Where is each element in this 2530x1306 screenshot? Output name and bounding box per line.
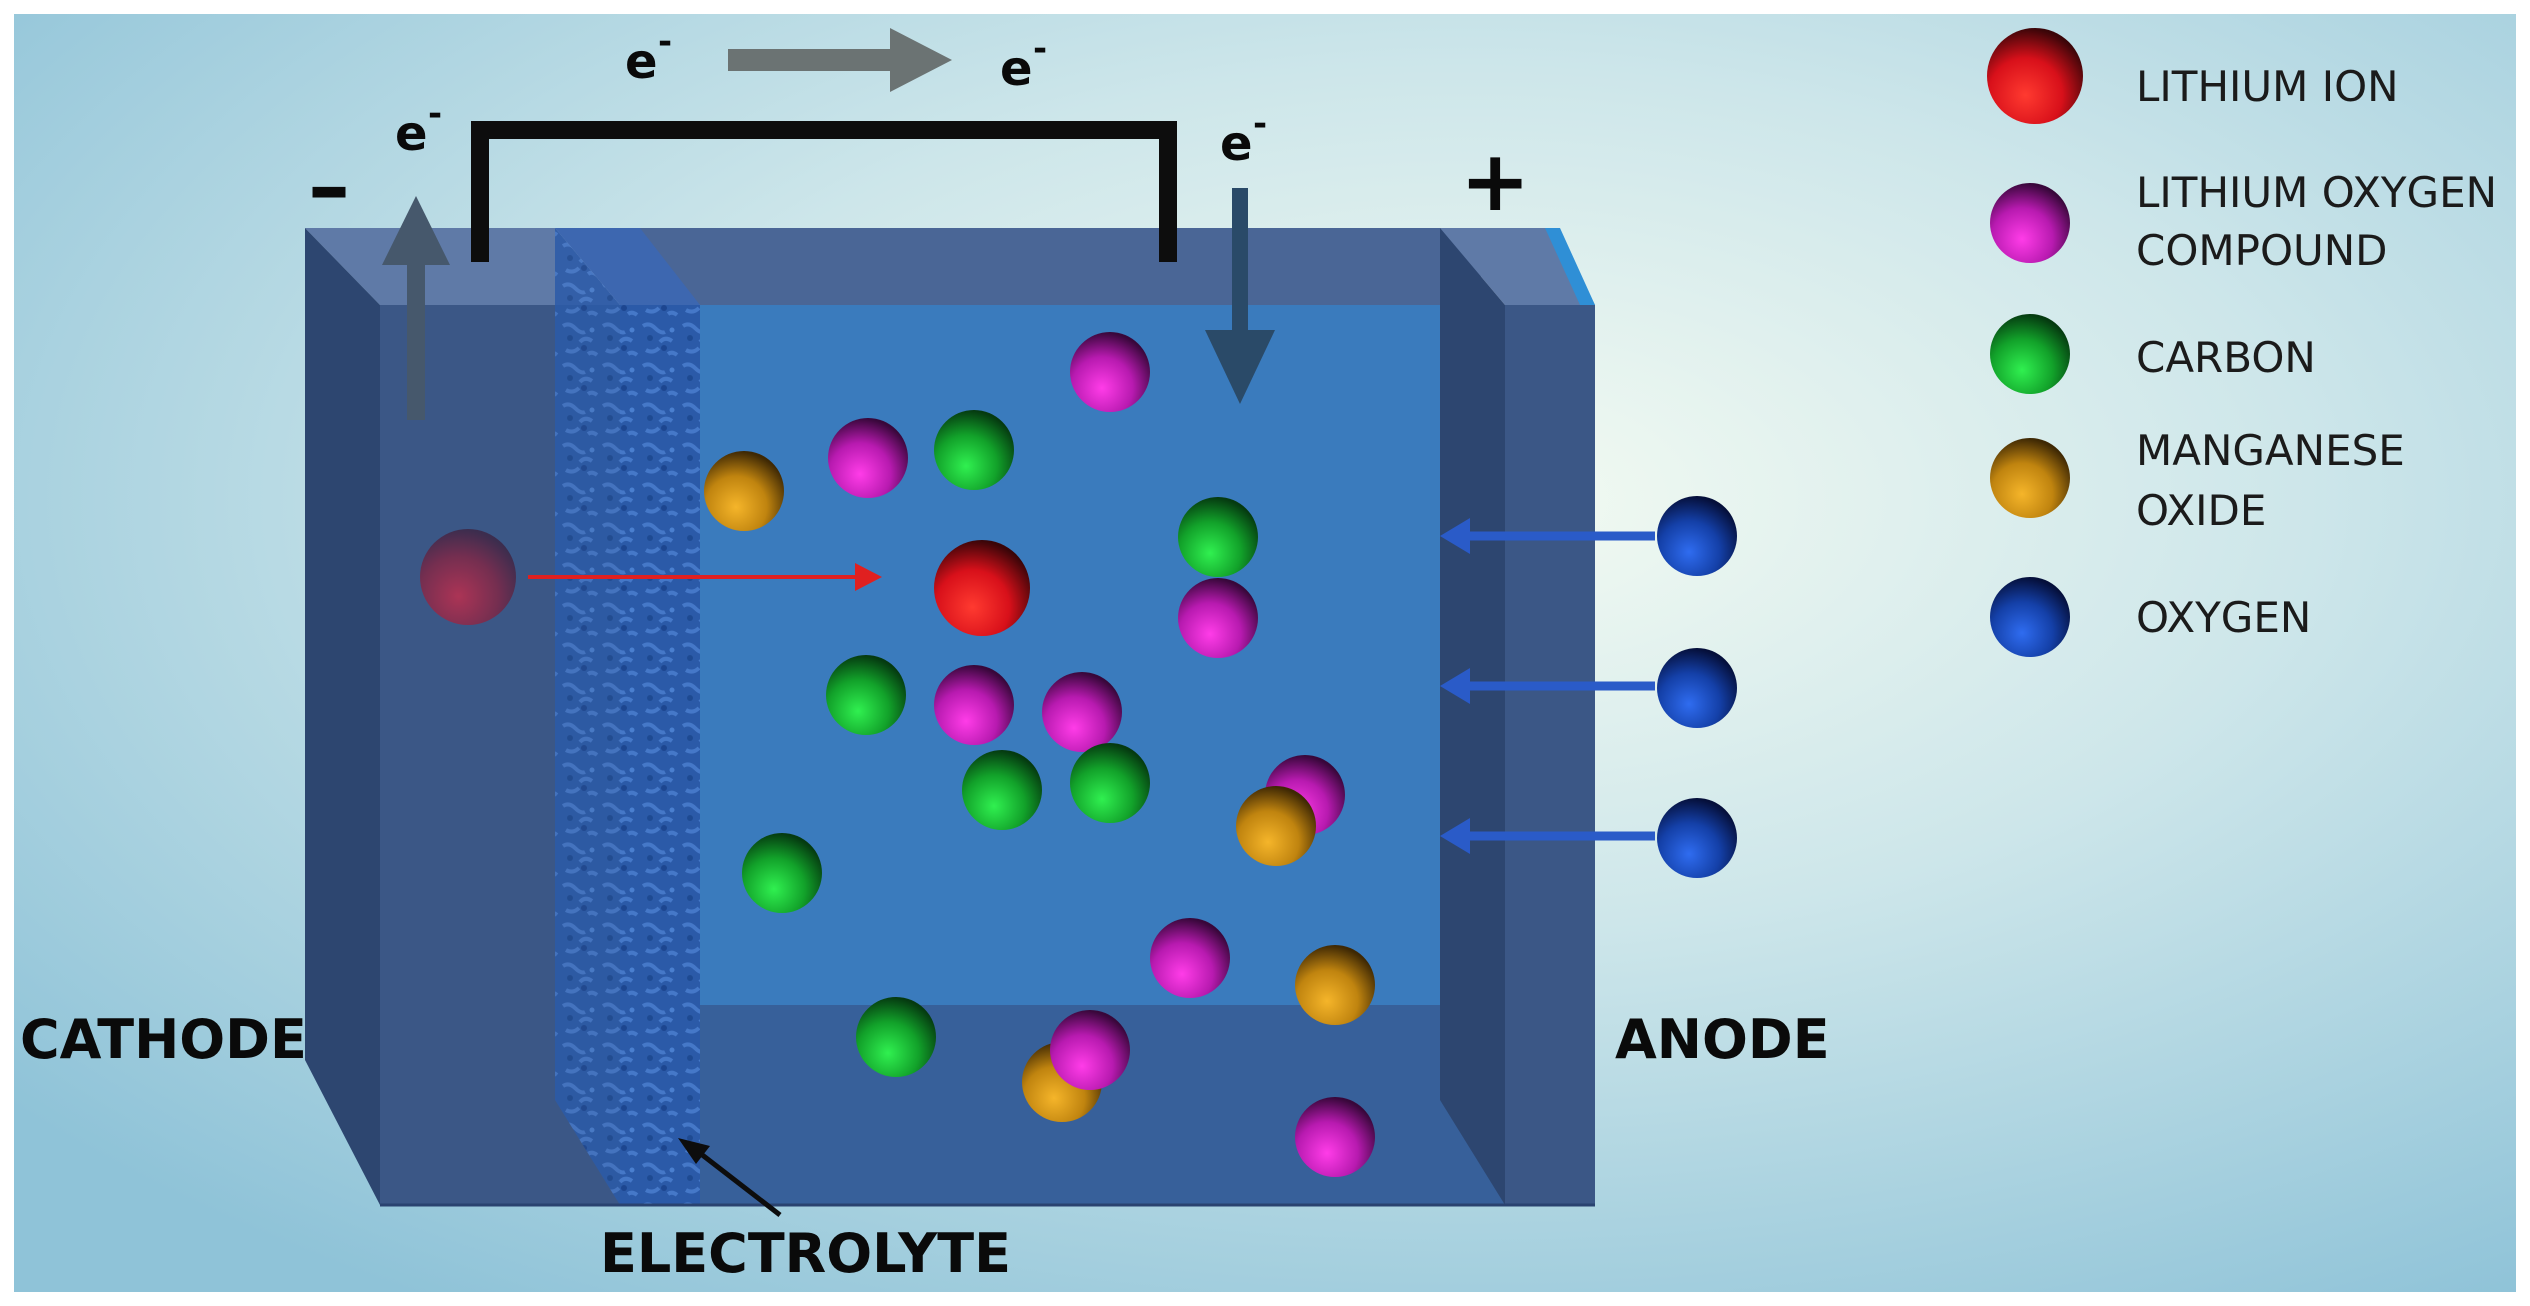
oxygen-arrow	[1440, 668, 1655, 704]
legend-item-lithium-oxygen-compound: LITHIUM OXYGEN COMPOUND	[1990, 168, 2497, 275]
anode-label: ANODE	[1615, 1008, 1830, 1071]
oxygen-particle	[1657, 798, 1737, 878]
legend-item-manganese-oxide: MANGANESE OXIDE	[1990, 426, 2405, 535]
svg-text:e: e	[1000, 41, 1033, 97]
oxygen-sphere-icon	[1990, 577, 2070, 657]
positive-terminal-sign: +	[1460, 132, 1530, 230]
lithium-ion-faded	[420, 529, 516, 625]
electrolyte-layer-top	[555, 228, 700, 305]
cathode-slab-top	[305, 228, 620, 305]
svg-text:-: -	[1253, 104, 1267, 144]
manganese-oxide-sphere-icon	[1990, 438, 2070, 518]
legend-item-carbon: CARBON	[1990, 314, 2316, 394]
legend-item-oxygen: OXYGEN	[1990, 577, 2311, 657]
negative-terminal-sign: –	[308, 137, 350, 235]
external-circuit-wire	[471, 121, 1177, 262]
svg-text:e: e	[1220, 116, 1253, 172]
svg-text:e: e	[395, 106, 428, 162]
svg-text:OXIDE: OXIDE	[2136, 486, 2266, 535]
electrolyte-label: ELECTROLYTE	[600, 1222, 1011, 1285]
oxygen-particle	[1657, 496, 1737, 576]
manganese-oxide-particle	[1295, 945, 1375, 1025]
lithium-ion-sphere-icon	[1987, 28, 2083, 124]
svg-text:-: -	[1033, 29, 1047, 69]
particles	[704, 332, 1375, 1177]
legend: LITHIUM ION LITHIUM OXYGEN COMPOUND CARB…	[1987, 28, 2497, 657]
lithium-oxygen-compound-particle	[1295, 1097, 1375, 1177]
electron-flow-top-arrow	[728, 28, 952, 92]
cathode-slab-side	[305, 228, 380, 1205]
electron-label-left: e -	[395, 94, 442, 162]
carbon-sphere-icon	[1990, 314, 2070, 394]
svg-text:e: e	[625, 34, 658, 90]
lithium-oxygen-compound-particle	[1050, 1010, 1130, 1090]
carbon-particle	[856, 997, 936, 1077]
lithium-oxygen-compound-particle	[828, 418, 908, 498]
svg-text:CARBON: CARBON	[2136, 333, 2316, 382]
oxygen-arrow	[1440, 818, 1655, 854]
electron-label-top-right: e -	[1000, 29, 1047, 97]
electron-flow-up-arrow	[382, 196, 450, 420]
electron-label-top-left: e -	[625, 22, 672, 90]
svg-text:COMPOUND: COMPOUND	[2136, 226, 2388, 275]
svg-text:-: -	[428, 94, 442, 134]
lithium-oxygen-compound-particle	[1178, 578, 1258, 658]
electrolyte-layer-side	[555, 228, 620, 1205]
anode-slab-inner	[1440, 228, 1505, 1205]
electron-label-right: e -	[1220, 104, 1267, 172]
cell-top-rim	[555, 228, 1550, 305]
lithium-oxygen-compound-particle	[934, 665, 1014, 745]
svg-text:-: -	[658, 22, 672, 62]
battery-cell	[305, 228, 1595, 1207]
electrolyte-pointer-arrow	[678, 1138, 782, 1217]
lithium-oxygen-compound-particle	[1042, 672, 1122, 752]
legend-item-lithium-ion: LITHIUM ION	[1987, 28, 2399, 124]
carbon-particle	[1070, 743, 1150, 823]
svg-text:OXYGEN: OXYGEN	[2136, 593, 2311, 642]
electron-flow-down-arrow	[1205, 188, 1275, 404]
lithium-ion-particle	[934, 540, 1030, 636]
carbon-particle	[934, 410, 1014, 490]
svg-text:LITHIUM ION: LITHIUM ION	[2136, 62, 2399, 111]
carbon-particle	[826, 655, 906, 735]
electrolyte-layer	[620, 305, 700, 1205]
lithium-ion-travel-arrow	[528, 563, 882, 591]
lithium-oxygen-compound-particle	[1150, 918, 1230, 998]
carbon-particle	[742, 833, 822, 913]
anode-slab-front	[1505, 305, 1595, 1205]
cell-interior	[700, 305, 1440, 1005]
manganese-oxide-particle	[704, 451, 784, 531]
carbon-particle	[1178, 497, 1258, 577]
manganese-oxide-particle	[1236, 786, 1316, 866]
svg-text:LITHIUM OXYGEN: LITHIUM OXYGEN	[2136, 168, 2497, 217]
cathode-label: CATHODE	[20, 1008, 307, 1071]
lithium-oxygen-compound-sphere-icon	[1990, 183, 2070, 263]
svg-text:MANGANESE: MANGANESE	[2136, 426, 2405, 475]
anode-slab-edge	[1545, 228, 1595, 305]
lithium-oxygen-compound-particle	[1070, 332, 1150, 412]
oxygen-inflow	[1440, 496, 1737, 878]
oxygen-arrow	[1440, 518, 1655, 554]
carbon-particle	[962, 750, 1042, 830]
oxygen-particle	[1657, 648, 1737, 728]
